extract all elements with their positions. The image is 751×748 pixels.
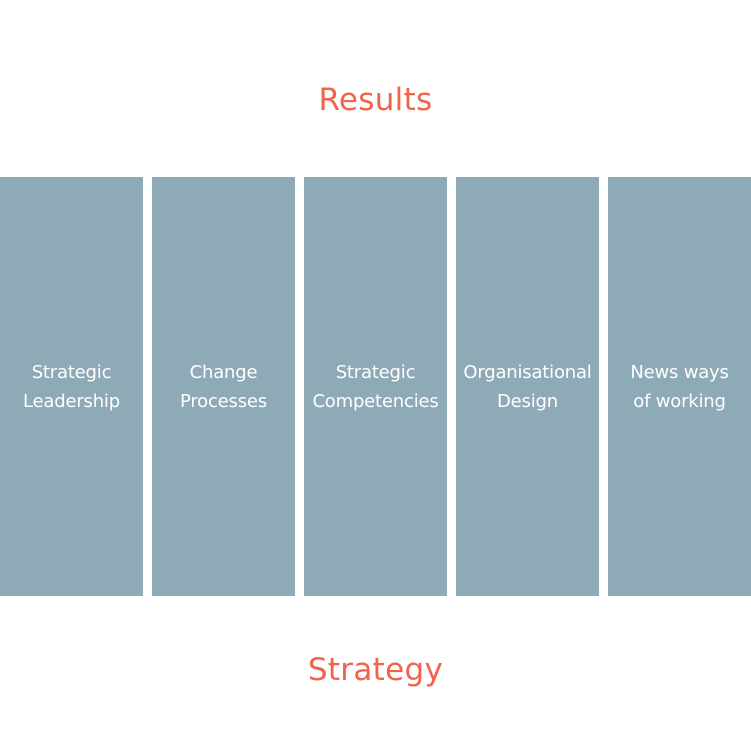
strategy-title: Strategy [307, 652, 444, 688]
pillar-strategic-competencies: Strategic Competencies [304, 177, 447, 596]
pillar-label: Strategic Competencies [312, 361, 439, 412]
pillar-organisational-design: Organisational Design [456, 177, 599, 596]
pillar-strategic-leadership: Strategic Leadership [0, 177, 143, 596]
pillar-label: Change Processes [180, 361, 267, 412]
results-title: Results [318, 82, 433, 118]
pillar-change-processes: Change Processes [152, 177, 295, 596]
pillars-row: Strategic Leadership Change Processes St… [0, 177, 751, 596]
pillar-label: Strategic Leadership [23, 361, 120, 412]
pillar-label: News ways of working [630, 361, 729, 412]
pillar-label: Organisational Design [463, 361, 592, 412]
pillar-new-ways-of-working: News ways of working [608, 177, 751, 596]
